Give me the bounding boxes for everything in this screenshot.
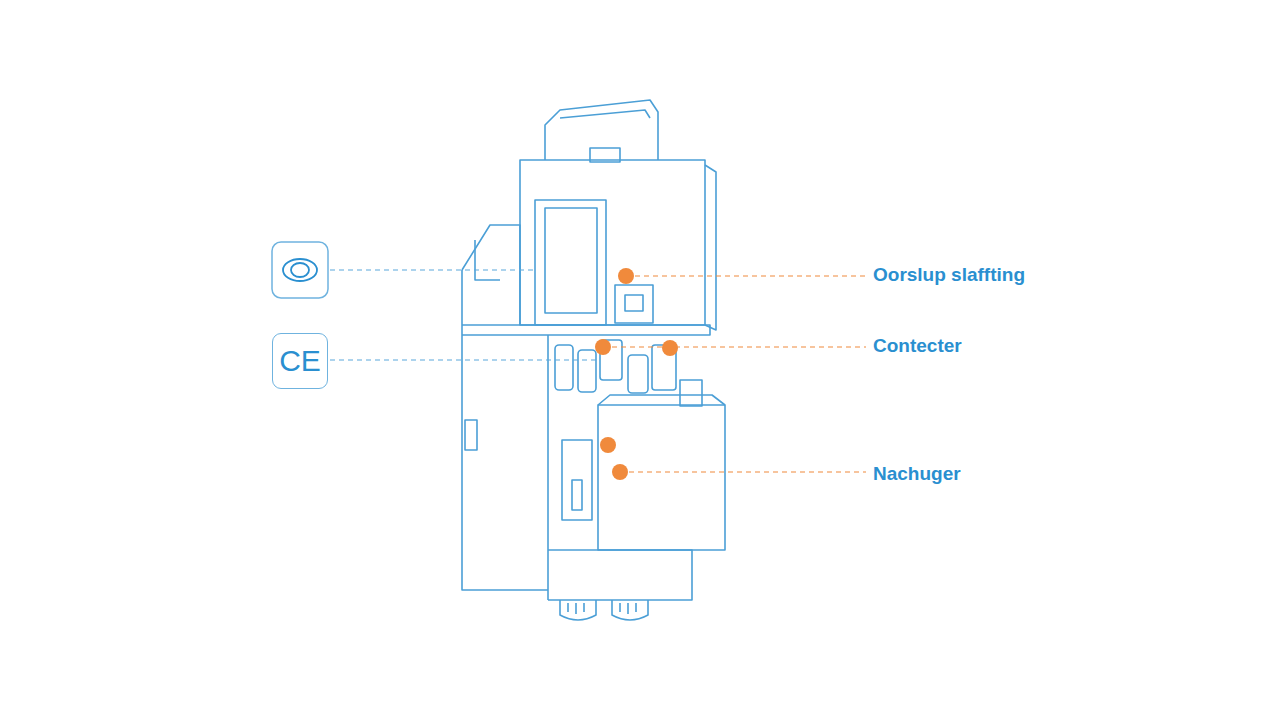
contact-block bbox=[628, 355, 648, 393]
front-edge bbox=[547, 335, 549, 600]
left-detail bbox=[475, 240, 500, 280]
leader-lines bbox=[330, 270, 866, 472]
callout-dot bbox=[600, 437, 616, 453]
callout-dot bbox=[618, 268, 634, 284]
leader-line bbox=[603, 346, 866, 347]
coil-box bbox=[598, 405, 725, 550]
left-body bbox=[462, 270, 548, 590]
badge-mark bbox=[283, 259, 317, 281]
badge-mark bbox=[291, 263, 309, 277]
contact-block bbox=[578, 350, 596, 392]
callout-dots bbox=[595, 268, 678, 480]
callout-dot bbox=[595, 339, 611, 355]
window bbox=[535, 200, 606, 325]
top-handle bbox=[545, 100, 658, 160]
left-top bbox=[462, 225, 520, 325]
contact-block bbox=[555, 345, 573, 390]
terminal bbox=[560, 600, 596, 620]
callout-dot bbox=[662, 340, 678, 356]
middle-band bbox=[462, 325, 710, 335]
terminal-ribs bbox=[568, 603, 636, 614]
leader-line bbox=[330, 359, 600, 360]
callout-dot bbox=[612, 464, 628, 480]
badge-frame bbox=[272, 242, 328, 298]
part-label: Oorslup slaffting bbox=[873, 264, 1025, 286]
coil-top bbox=[598, 395, 725, 405]
switch-part bbox=[625, 295, 643, 311]
terminal bbox=[612, 600, 648, 620]
upper-body bbox=[520, 160, 705, 325]
part-label: Nachuger bbox=[873, 463, 961, 485]
switch-part bbox=[615, 285, 653, 323]
certification-badge: CE bbox=[272, 333, 328, 389]
badge-symbol bbox=[272, 242, 328, 298]
part-label: Contecter bbox=[873, 335, 962, 357]
contact-block bbox=[680, 380, 702, 406]
side-part bbox=[572, 480, 582, 510]
upper-side bbox=[705, 165, 716, 330]
leader-line bbox=[330, 269, 535, 270]
window-inner bbox=[545, 208, 597, 313]
lower-body bbox=[548, 550, 692, 600]
leader-line bbox=[620, 471, 866, 472]
badge-text: CE bbox=[279, 346, 321, 376]
left-notch bbox=[465, 420, 477, 450]
handle-edge bbox=[560, 110, 650, 118]
side-part bbox=[562, 440, 592, 520]
leader-line bbox=[626, 275, 866, 276]
